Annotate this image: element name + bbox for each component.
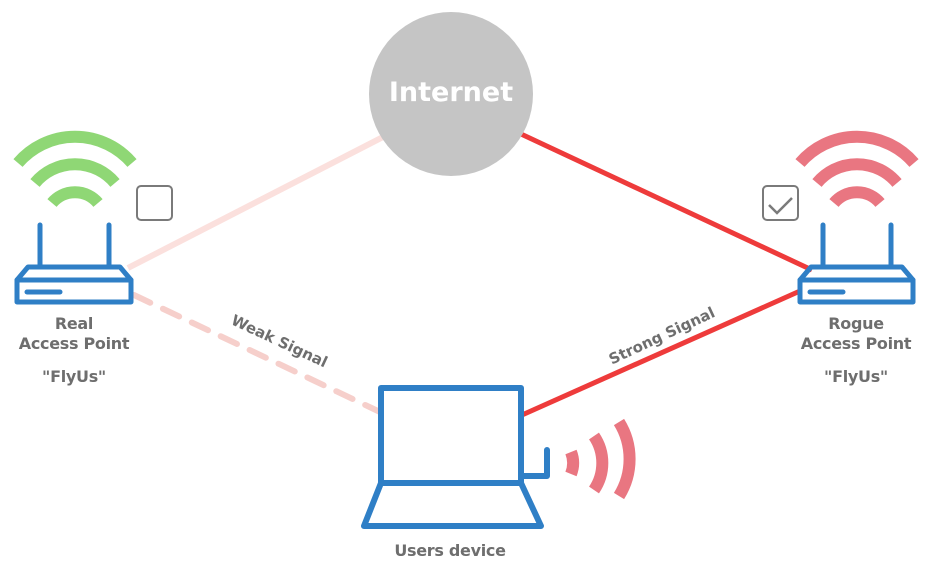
rogue-ap-title-line2: Access Point <box>800 334 912 353</box>
rogue-ap-ssid: "FlyUs" <box>824 367 888 386</box>
router-icon-rogue <box>797 222 916 305</box>
real-ap-title-line1: Real <box>54 314 94 333</box>
wifi-icon-green <box>13 130 137 208</box>
link-weak-signal <box>131 292 383 415</box>
link-real-ap-internet <box>126 133 387 271</box>
real-ap-checkbox[interactable] <box>136 185 173 221</box>
user-device-label: Users device <box>394 541 506 560</box>
rogue-ap-title-line1: Rogue <box>828 314 884 333</box>
wifi-icon-pink <box>795 130 919 208</box>
checkmark-icon <box>768 197 793 215</box>
rogue-ap-label: Rogue Access Point <box>782 314 928 354</box>
real-ap-title-line2: Access Point <box>18 334 130 353</box>
internet-node <box>369 12 533 176</box>
link-rogue-ap-internet <box>519 131 814 273</box>
real-ap-label: Real Access Point <box>0 314 148 354</box>
internet-label: Internet <box>388 77 514 108</box>
laptop-icon <box>361 385 550 529</box>
router-icon-real <box>14 222 134 305</box>
broadcast-waves-icon <box>565 418 636 500</box>
rogue-ap-checkbox[interactable] <box>762 185 799 221</box>
real-ap-ssid: "FlyUs" <box>42 367 106 386</box>
link-strong-signal <box>520 288 802 418</box>
